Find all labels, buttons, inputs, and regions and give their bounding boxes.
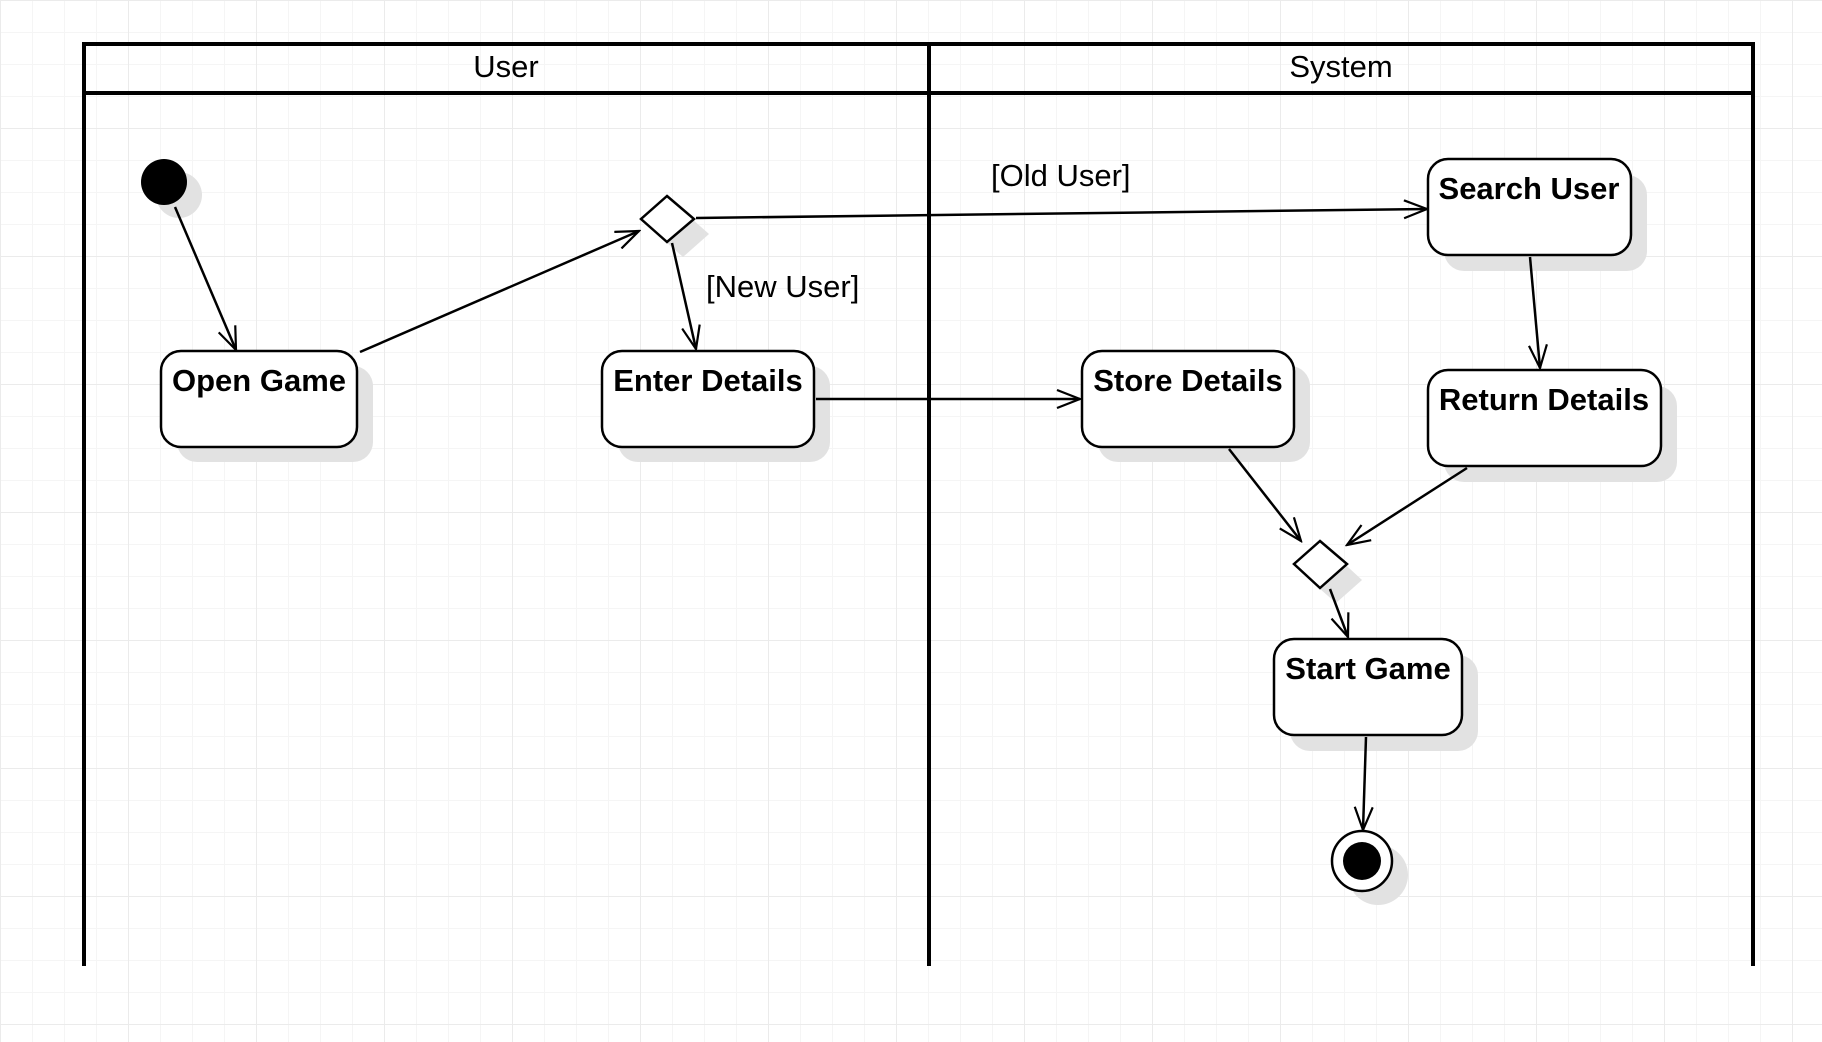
action-label: Start Game [1285,651,1450,686]
action-open-game[interactable]: Open Game [159,349,373,462]
merge-shadow [1310,556,1362,603]
flow-decision-to-enter-details[interactable] [670,242,696,349]
action-search-user[interactable]: Search User [1426,157,1647,271]
decision-node-user-type[interactable] [639,194,709,257]
flow-start-game-to-final[interactable] [1363,736,1366,830]
flow-decision-to-search-user[interactable] [695,209,1427,218]
action-label: Store Details [1093,363,1283,398]
action-return-details[interactable]: Return Details [1426,368,1677,482]
action-label: Return Details [1439,382,1649,417]
final-node-dot [1343,842,1381,880]
decision-diamond [639,194,696,244]
swimlane-frame [82,42,1755,966]
action-box [1272,637,1464,737]
merge-node[interactable] [1292,539,1362,603]
lane-title-system: System [1289,49,1392,84]
action-start-game[interactable]: Start Game [1272,637,1478,751]
action-enter-details[interactable]: Enter Details [600,349,830,462]
action-box [1080,349,1296,449]
initial-node-dot [141,159,187,205]
guard-old-user: [Old User] [991,158,1131,193]
action-label: Open Game [172,363,346,398]
action-box [600,349,816,449]
flow-initial-to-open-game[interactable] [173,206,236,350]
guard-new-user: [New User] [706,269,859,304]
action-label: Enter Details [613,363,803,398]
final-node[interactable] [1330,829,1408,905]
flow-open-game-to-decision[interactable] [359,231,639,354]
flow-search-user-to-return-details[interactable] [1530,256,1540,368]
flow-store-details-to-merge[interactable] [1228,448,1301,541]
action-label: Search User [1439,171,1620,206]
action-store-details[interactable]: Store Details [1080,349,1310,462]
control-flows [173,206,1540,830]
merge-diamond [1292,539,1349,590]
initial-node[interactable] [141,159,202,218]
flow-return-details-to-merge[interactable] [1347,466,1468,545]
lane-title-user: User [473,49,538,84]
flow-merge-to-start-game[interactable] [1328,588,1348,637]
action-box [159,349,359,449]
